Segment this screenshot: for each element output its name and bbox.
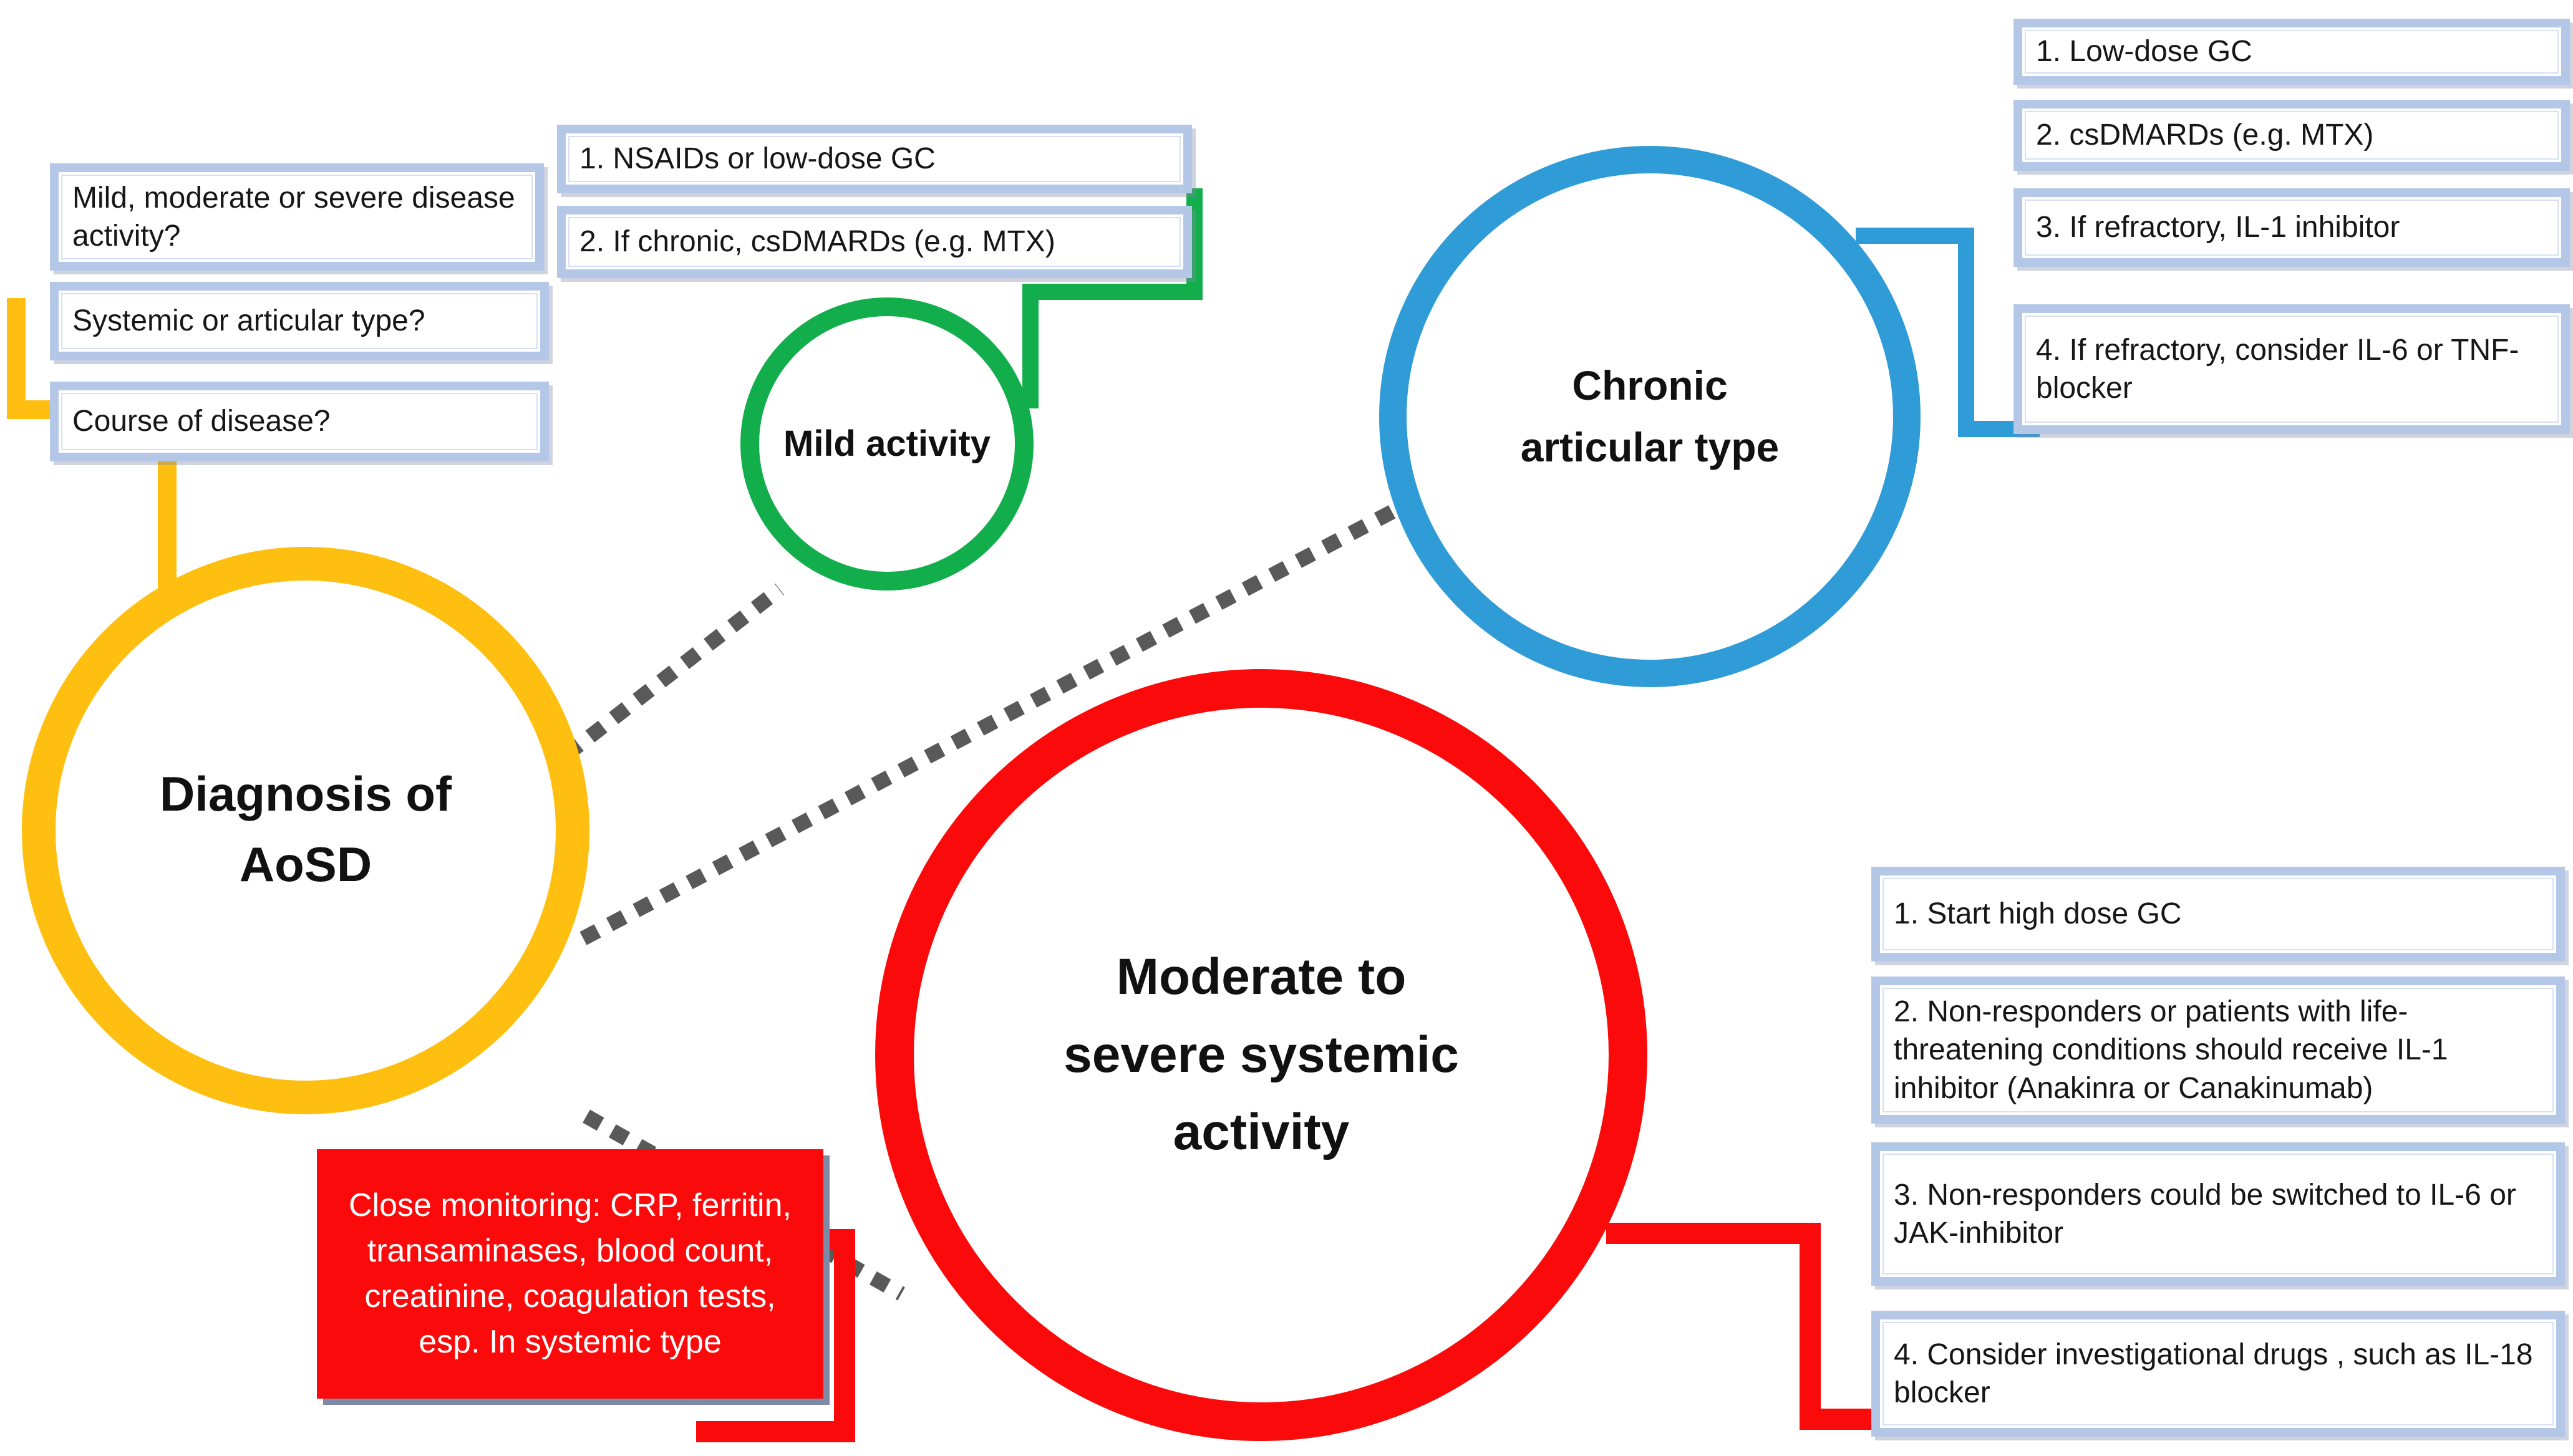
chronic-treatment-box-3: 3. If refractory, IL-1 inhibitor bbox=[2013, 188, 2570, 267]
chronic-treatment-box-2: 2. csDMARDs (e.g. MTX) bbox=[2013, 100, 2570, 171]
diagnosis-circle bbox=[22, 547, 589, 1114]
mild-activity-circle bbox=[740, 297, 1034, 591]
systemic-activity-label: Moderate to severe systemic activity bbox=[1064, 948, 1459, 1161]
diagnosis-circle-label: Diagnosis of AoSD bbox=[159, 766, 452, 892]
connector-chronic-to-treatments bbox=[1856, 228, 2040, 437]
question-box-type: Systemic or articular type? bbox=[50, 282, 549, 360]
dotted-line-diagnosis-to-mild bbox=[538, 583, 785, 779]
chronic-articular-circle bbox=[1379, 146, 1921, 687]
chronic-articular-label: Chronic articular type bbox=[1520, 362, 1780, 470]
chronic-treatment-box-1: 1. Low-dose GC bbox=[2013, 19, 2570, 85]
connector-monitoring-to-systemic bbox=[696, 1229, 855, 1442]
connector-treatments-to-mild bbox=[1022, 188, 1203, 408]
systemic-treatment-box-4: 4. Consider investigational drugs , such… bbox=[1871, 1311, 2565, 1437]
dotted-line-diagnosis-to-chronic bbox=[579, 486, 1432, 945]
mild-activity-label: Mild activity bbox=[783, 423, 991, 464]
monitoring-box: Close monitoring: CRP, ferritin, transam… bbox=[317, 1149, 823, 1399]
systemic-treatment-box-2: 2. Non-responders or patients with life-… bbox=[1871, 976, 2565, 1124]
connector-systemic-to-treatments bbox=[1606, 1223, 1917, 1430]
question-box-disease-activity: Mild, moderate or severe disease activit… bbox=[50, 163, 544, 271]
systemic-activity-circle bbox=[875, 669, 1647, 1441]
mild-treatment-box-1: 1. NSAIDs or low-dose GC bbox=[557, 125, 1192, 193]
mild-treatment-box-2: 2. If chronic, csDMARDs (e.g. MTX) bbox=[557, 206, 1192, 278]
systemic-treatment-box-1: 1. Start high dose GC bbox=[1871, 867, 2565, 962]
question-box-course: Course of disease? bbox=[50, 382, 549, 461]
chronic-treatment-box-4: 4. If refractory, consider IL-6 or TNF-b… bbox=[2013, 304, 2570, 434]
systemic-treatment-box-3: 3. Non-responders could be switched to I… bbox=[1871, 1142, 2565, 1286]
